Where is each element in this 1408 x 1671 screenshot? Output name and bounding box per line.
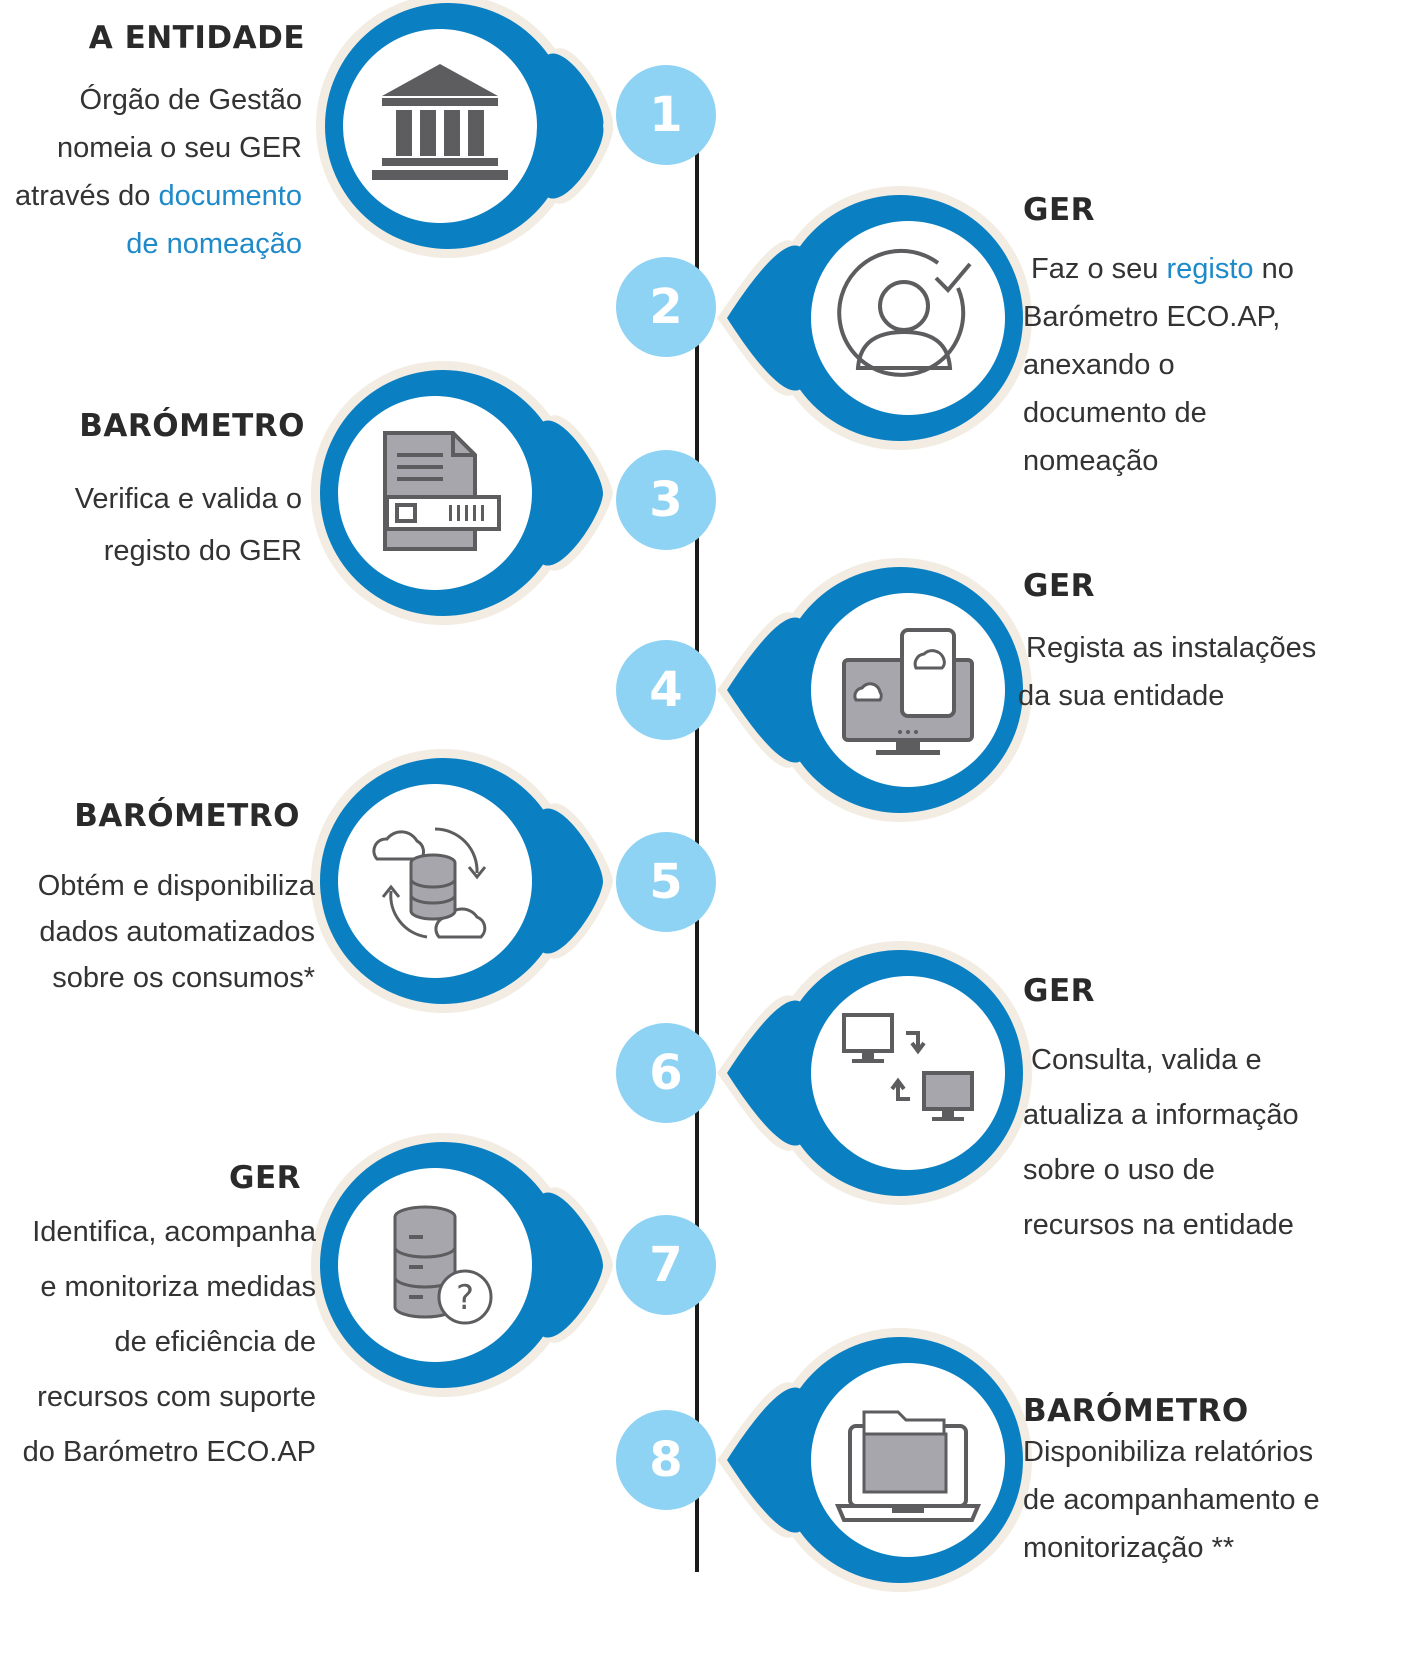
step-description: Identifica, acompanha e monitoriza medida… bbox=[23, 1205, 316, 1480]
description-text: Identifica, acompanha bbox=[32, 1216, 316, 1248]
step-drop-7 bbox=[311, 1133, 613, 1398]
description-link[interactable]: de nomeação bbox=[126, 228, 302, 260]
description-line: de acompanhamento e bbox=[1023, 1476, 1320, 1524]
step-actor-title: GER bbox=[1023, 973, 1095, 1009]
description-line: Identifica, acompanha bbox=[23, 1205, 316, 1260]
description-text: Faz o seu bbox=[1023, 253, 1167, 285]
step-description: Verifica e valida o registo do GER bbox=[75, 473, 302, 577]
description-text: do Barómetro ECO.AP bbox=[22, 1436, 316, 1468]
step-number-3: 3 bbox=[616, 450, 716, 550]
step-description: Regista as instalações da sua entidade bbox=[1018, 624, 1316, 720]
step-number-5: 5 bbox=[616, 832, 716, 932]
description-text: atualiza a informação bbox=[1023, 1099, 1299, 1131]
description-text: de acompanhamento e bbox=[1023, 1484, 1320, 1516]
description-text: através do bbox=[15, 180, 159, 212]
description-text: sobre os consumos* bbox=[52, 962, 315, 994]
description-line: Verifica e valida o bbox=[75, 473, 302, 525]
step-number-7: 7 bbox=[616, 1215, 716, 1315]
description-text: nomeação bbox=[1023, 445, 1159, 477]
description-line: dados automatizados bbox=[38, 909, 315, 955]
step-actor-title: A ENTIDADE bbox=[88, 20, 305, 56]
description-link[interactable]: registo bbox=[1166, 253, 1254, 285]
description-text: registo do GER bbox=[103, 535, 302, 567]
description-text: recursos com suporte bbox=[37, 1381, 316, 1413]
bank-building-icon bbox=[372, 64, 508, 180]
svg-text:?: ? bbox=[456, 1278, 474, 1318]
step-number-4: 4 bbox=[616, 640, 716, 740]
description-text: no bbox=[1253, 253, 1294, 285]
step-actor-title: BARÓMETRO bbox=[79, 408, 305, 444]
description-text: e monitoriza medidas bbox=[40, 1271, 316, 1303]
step-drop-5 bbox=[311, 749, 613, 1013]
description-text: da sua entidade bbox=[1018, 680, 1225, 712]
step-number-8: 8 bbox=[616, 1410, 716, 1510]
description-text: Órgão de Gestão bbox=[79, 84, 302, 116]
step-actor-title: BARÓMETRO bbox=[1023, 1393, 1249, 1429]
step-drop-2 bbox=[717, 186, 1032, 451]
description-text: nomeia o seu GER bbox=[56, 132, 302, 164]
description-text: anexando o bbox=[1023, 349, 1175, 381]
description-line: Órgão de Gestão bbox=[15, 76, 302, 124]
description-line: anexando o bbox=[1023, 341, 1294, 389]
description-line: da sua entidade bbox=[1018, 672, 1316, 720]
step-drop-1 bbox=[316, 0, 614, 258]
step-number-2: 2 bbox=[616, 257, 716, 357]
description-text: Obtém e disponibiliza bbox=[37, 870, 315, 902]
description-text: recursos na entidade bbox=[1023, 1209, 1294, 1241]
description-line: de eficiência de bbox=[23, 1315, 316, 1370]
description-line: sobre o uso de bbox=[1023, 1143, 1299, 1198]
description-line: Consulta, valida e bbox=[1023, 1033, 1299, 1088]
cloud-database-sync-icon bbox=[372, 827, 487, 939]
description-text: de eficiência de bbox=[114, 1326, 316, 1358]
description-line: documento de bbox=[1023, 389, 1294, 437]
description-text: Barómetro ECO.AP, bbox=[1023, 301, 1281, 333]
description-text: dados automatizados bbox=[39, 916, 315, 948]
step-actor-title: GER bbox=[229, 1160, 301, 1196]
description-text: monitorização ** bbox=[1023, 1532, 1235, 1564]
description-line: do Barómetro ECO.AP bbox=[23, 1425, 316, 1480]
description-line: monitorização ** bbox=[1023, 1524, 1320, 1572]
step-actor-title: BARÓMETRO bbox=[74, 798, 300, 834]
description-line: e monitoriza medidas bbox=[23, 1260, 316, 1315]
step-description: Consulta, valida e atualiza a informação s… bbox=[1023, 1033, 1299, 1253]
step-number-6: 6 bbox=[616, 1023, 716, 1123]
description-line: de nomeação bbox=[15, 220, 302, 268]
description-line: recursos com suporte bbox=[23, 1370, 316, 1425]
description-line: Regista as instalações bbox=[1018, 624, 1316, 672]
database-question-icon: ? bbox=[393, 1205, 493, 1325]
description-text: Disponibiliza relatórios bbox=[1023, 1436, 1314, 1468]
description-line: registo do GER bbox=[75, 525, 302, 577]
description-text: sobre o uso de bbox=[1023, 1154, 1215, 1186]
step-drop-6 bbox=[717, 940, 1032, 1205]
description-text: Verifica e valida o bbox=[74, 483, 302, 515]
computers-transfer-icon bbox=[842, 1013, 974, 1121]
description-line: recursos na entidade bbox=[1023, 1198, 1299, 1253]
description-line: sobre os consumos* bbox=[38, 955, 315, 1001]
description-line: nomeação bbox=[1023, 437, 1294, 485]
laptop-folder-icon bbox=[834, 1410, 982, 1522]
description-link[interactable]: documento bbox=[158, 180, 303, 212]
document-barcode-icon bbox=[383, 431, 501, 551]
description-line: através do documento bbox=[15, 172, 302, 220]
description-line: Barómetro ECO.AP, bbox=[1023, 293, 1294, 341]
description-line: Disponibiliza relatórios bbox=[1023, 1428, 1320, 1476]
step-actor-title: GER bbox=[1023, 192, 1095, 228]
description-line: Faz o seu registo no bbox=[1023, 245, 1294, 293]
step-actor-title: GER bbox=[1023, 568, 1095, 604]
description-text: Regista as instalações bbox=[1018, 632, 1317, 664]
step-description: Disponibiliza relatórios de acompanhament… bbox=[1023, 1428, 1320, 1572]
description-text: documento de bbox=[1023, 397, 1207, 429]
monitor-phone-cloud-icon bbox=[842, 628, 974, 755]
description-text: Consulta, valida e bbox=[1023, 1044, 1262, 1076]
step-number-1: 1 bbox=[616, 65, 716, 165]
description-line: nomeia o seu GER bbox=[15, 124, 302, 172]
user-check-icon bbox=[837, 248, 972, 377]
description-line: Obtém e disponibiliza bbox=[38, 863, 315, 909]
step-description: Órgão de Gestão nomeia o seu GER através d… bbox=[15, 76, 302, 268]
step-description: Obtém e disponibiliza dados automatizados… bbox=[38, 863, 315, 1001]
description-line: atualiza a informação bbox=[1023, 1088, 1299, 1143]
